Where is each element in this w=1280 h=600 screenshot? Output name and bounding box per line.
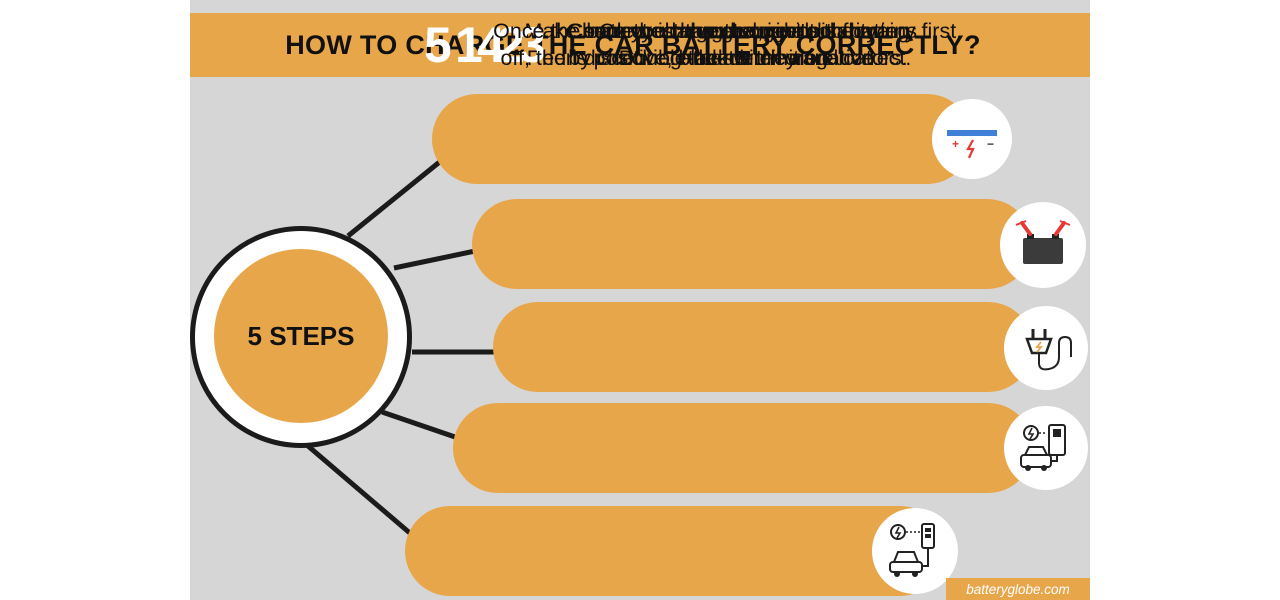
step-2-line-1: Connect charger terminals to battery fir…	[567, 19, 963, 43]
step-1-icon-circle: + −	[932, 99, 1012, 179]
step-4-line-2: by checking the meter or indicators.	[568, 46, 908, 70]
step-1	[432, 94, 972, 184]
svg-text:+: +	[952, 137, 959, 151]
step-2-number: 2	[497, 17, 525, 73]
watermark-text: batteryglobe.com	[966, 581, 1070, 597]
step-3-line-1: Connect the charger to the mains	[599, 19, 917, 43]
step-5-number: 5	[424, 17, 452, 73]
step-4-text: Check the charger current is flowing by …	[520, 0, 956, 90]
car-charging-icon	[889, 523, 935, 577]
hub-circle: 5 STEPS	[214, 249, 388, 423]
step-2	[472, 199, 1032, 289]
step-4-line-1: Check the charger current is flowing	[566, 19, 910, 43]
step-3-number: 3	[518, 17, 546, 73]
page-title: HOW TO CHARGE THE CAR BATTERY CORRECTLY?	[285, 29, 981, 60]
step-5	[405, 506, 945, 596]
step-1-number: 1	[455, 17, 483, 73]
step-2-icon-circle	[1000, 202, 1086, 288]
step-3-text: Connect the charger to the mains and swi…	[550, 0, 966, 90]
step-1-text: Make sure you have the right polarity. R…	[488, 0, 918, 90]
hub-label: 5 STEPS	[247, 320, 355, 351]
step-4	[453, 403, 1033, 493]
step-4-icon-circle	[1004, 406, 1088, 490]
power-plug-icon	[1025, 329, 1072, 371]
step-2-line-2: Double-check they are correct.	[618, 46, 912, 70]
connector-line-5	[306, 444, 420, 542]
charger-meter-icon	[1020, 424, 1066, 471]
svg-text:−: −	[987, 137, 994, 151]
step-4-number: 4	[477, 17, 505, 73]
connector-line-1	[346, 158, 444, 238]
connector-lines	[306, 158, 495, 542]
watermark: batteryglobe.com	[946, 578, 1090, 600]
step-5-text: Once the battery is charged, switch off,…	[460, 0, 862, 90]
step-5-line-1: Once the battery is charged, switch	[493, 19, 829, 43]
title-bar: HOW TO CHARGE THE CAR BATTERY CORRECTLY?	[190, 13, 1090, 77]
connector-line-2	[393, 247, 481, 271]
step-5-line-2: off, then disconnect the terminals.	[500, 46, 822, 70]
step-1-line-1: Make sure you have the right polarity.	[524, 19, 882, 43]
battery-polarity-icon: + −	[947, 130, 997, 159]
step-2-text: Connect charger terminals to battery fir…	[530, 0, 1000, 90]
step-3-icon-circle	[1004, 306, 1088, 390]
step-3-line-2: and switch it on.	[680, 46, 836, 70]
connector-line-4	[381, 409, 459, 441]
step-3	[493, 302, 1033, 392]
step-1-line-2: Red is positive, black is the negative.	[526, 46, 880, 70]
step-5-icon-circle	[872, 508, 958, 594]
battery-clamps-icon	[1015, 220, 1071, 264]
infographic: HOW TO CHARGE THE CAR BATTERY CORRECTLY?…	[190, 0, 1090, 600]
